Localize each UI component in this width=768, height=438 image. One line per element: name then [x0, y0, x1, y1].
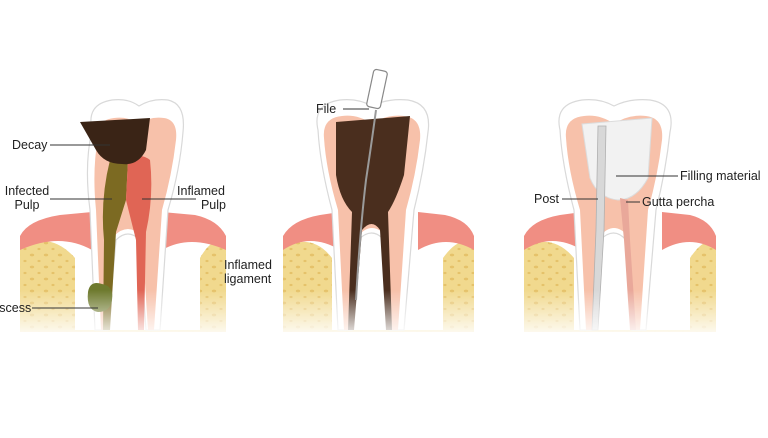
label-inflamed-ligament-line1: Inflamed: [224, 258, 272, 272]
label-decay: Decay: [12, 138, 48, 152]
fade-2: [278, 290, 478, 340]
fade-1: [15, 290, 235, 340]
gum-1: [20, 212, 92, 250]
gum-3: [524, 212, 582, 250]
label-infected-line2: Pulp: [14, 198, 40, 212]
label-inflamed-pulp-line1: Inflamed: [177, 184, 225, 198]
label-post: Post: [534, 192, 560, 206]
file-shaft: [355, 109, 377, 301]
gum-2b: [418, 212, 474, 250]
cleaned-pulp-chamber: [336, 116, 410, 330]
tooth-cleaning: [278, 68, 478, 340]
gum-2: [283, 212, 340, 250]
label-gutta-percha: Gutta percha: [642, 195, 715, 209]
label-infected-line1: Infected: [4, 184, 50, 198]
label-file: File: [316, 102, 337, 116]
label-inflamed-ligament: Inflamed ligament: [224, 258, 272, 286]
decay: [80, 118, 150, 165]
label-filling-material: Filling material: [680, 169, 761, 183]
leader-lines: [32, 108, 678, 309]
gum-1b: [162, 212, 226, 250]
file-handle: [366, 68, 388, 110]
gum-3b: [662, 212, 716, 250]
label-inflamed-ligament-line2: ligament: [224, 272, 272, 286]
label-abscess: Abscess: [0, 301, 32, 315]
fade-3: [519, 290, 721, 340]
endodontic-file-icon: [355, 68, 388, 301]
tooth-infected: [15, 99, 235, 340]
label-inflamed-pulp-line2: Pulp: [200, 198, 226, 212]
label-infected-pulp: Infected Pulp: [4, 184, 50, 212]
label-inflamed-pulp: Inflamed Pulp: [174, 184, 228, 212]
tooth-filled: [519, 99, 721, 340]
